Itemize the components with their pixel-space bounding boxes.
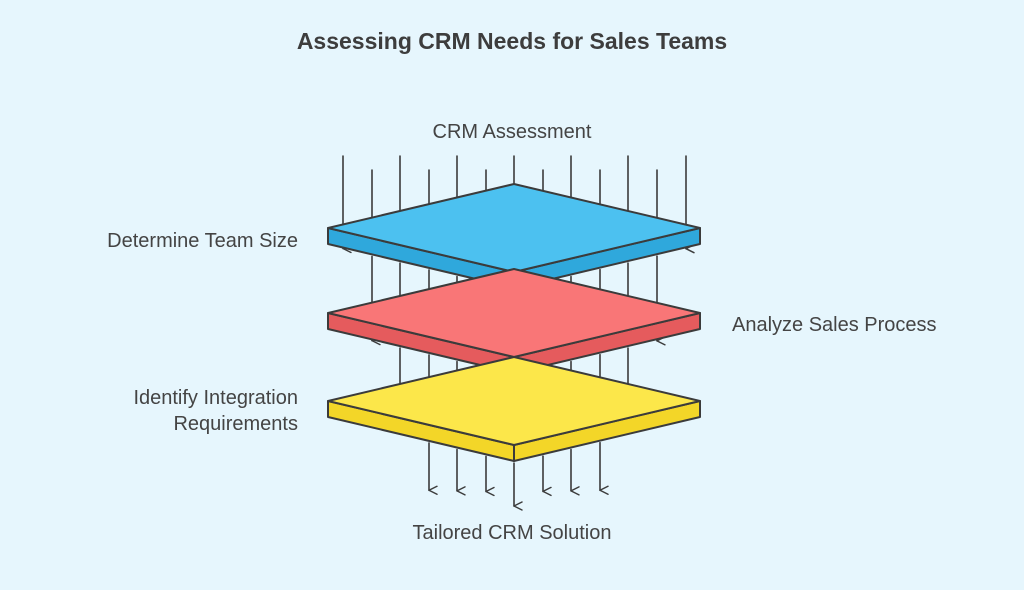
layer-team-size-top-face xyxy=(327,183,701,273)
layer-integration-top-face xyxy=(327,356,701,446)
layer-label-team-size: Determine Team Size xyxy=(107,230,298,252)
output-label: Tailored CRM Solution xyxy=(412,522,612,544)
input-label: CRM Assessment xyxy=(432,121,592,143)
diagram-title: Assessing CRM Needs for Sales Teams xyxy=(296,28,728,54)
layer-label-sales-process: Analyze Sales Process xyxy=(732,314,937,336)
layer-sales-process xyxy=(327,268,701,374)
layer-team-size xyxy=(327,183,701,289)
layer-label-integration: Identify Integration Requirements xyxy=(133,387,298,435)
layer-integration-requirements xyxy=(327,356,701,462)
output-arrows xyxy=(428,441,609,511)
layer-sales-process-top-face xyxy=(327,268,701,358)
